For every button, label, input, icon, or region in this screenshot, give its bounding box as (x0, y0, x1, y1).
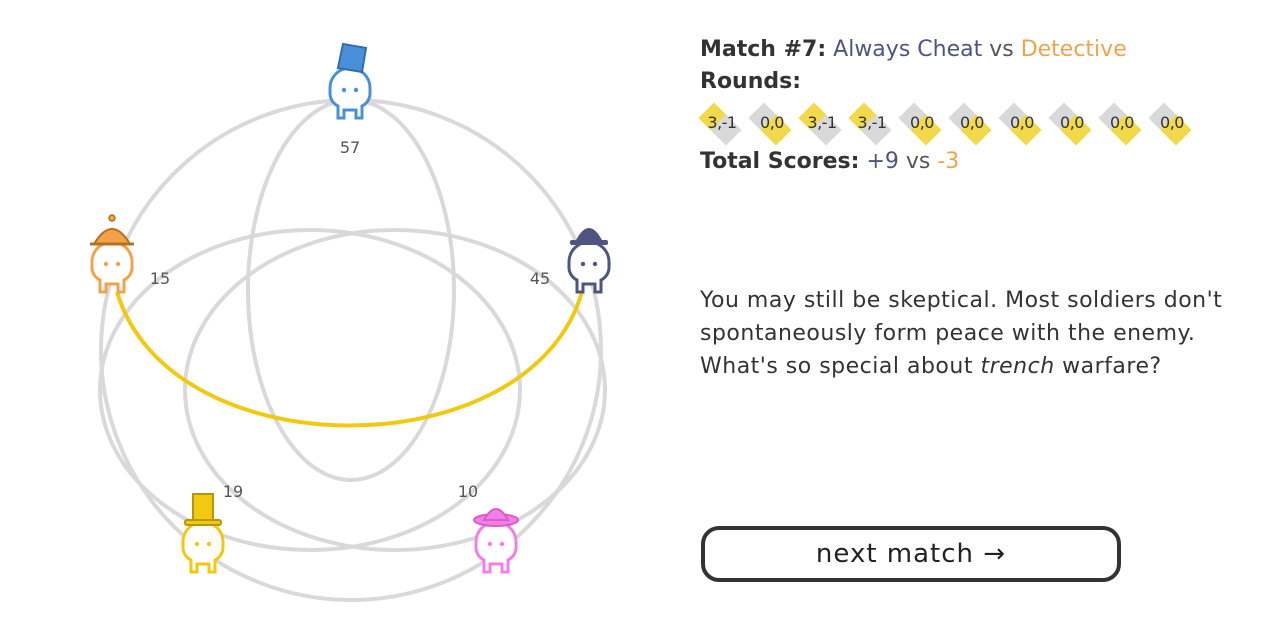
round-score-text: 0,0 (1060, 113, 1084, 132)
story-line-3-post: warfare? (1054, 354, 1162, 379)
round-result: 3,-1 (848, 102, 892, 146)
story-text: You may still be skeptical. Most soldier… (700, 284, 1260, 383)
round-score-text: 0,0 (910, 113, 934, 132)
ring-vertical (246, 98, 456, 482)
round-score-text: 3,-1 (707, 113, 737, 132)
rounds-list: 3,-1 0,0 3,-1 3,-1 0,0 0,0 0,0 0,0 0,0 0,0 (698, 102, 1260, 146)
round-result: 0,0 (1148, 102, 1192, 146)
totals-vs: vs (905, 149, 931, 174)
tournament-arena: 57 45 10 19 15 (90, 42, 611, 602)
player-score: 45 (530, 269, 550, 288)
character-body (567, 240, 611, 294)
player-score: 19 (223, 482, 243, 501)
player-copycat-bowler[interactable] (567, 228, 611, 294)
player-score: 10 (458, 482, 478, 501)
character-eye (115, 261, 121, 267)
round-result: 0,0 (1098, 102, 1142, 146)
total-a: +9 (866, 149, 899, 174)
ring-right (183, 228, 607, 552)
round-score-text: 0,0 (1010, 113, 1034, 132)
character-eye (194, 541, 200, 547)
character-eye (499, 541, 505, 547)
round-score-text: 0,0 (760, 113, 784, 132)
character-eye (353, 87, 359, 93)
player-score: 15 (150, 269, 170, 288)
match-panel: Match #7: Always Cheat vs Detective Roun… (698, 34, 1260, 178)
player-detective[interactable] (90, 214, 134, 294)
round-score-text: 0,0 (1160, 113, 1184, 132)
fez-hat-icon (336, 42, 368, 74)
character-eye (580, 261, 586, 267)
total-b: -3 (937, 149, 960, 174)
character-body (90, 240, 134, 294)
player-b-name: Detective (1020, 37, 1127, 62)
round-score-text: 3,-1 (807, 113, 837, 132)
character-body (181, 520, 225, 574)
ring-outer (99, 98, 603, 602)
story-line-1: You may still be skeptical. Most soldier… (700, 288, 1223, 313)
rounds-label: Rounds: (700, 69, 802, 94)
character-eye (341, 87, 347, 93)
round-score-text: 0,0 (1110, 113, 1134, 132)
character-eye (592, 261, 598, 267)
rounds-line: Rounds: (700, 66, 1260, 98)
character-eye (206, 541, 212, 547)
sunhat-hat-icon (473, 508, 519, 527)
bowler-hat-icon (570, 228, 608, 245)
character-body (328, 66, 372, 120)
character-eye (103, 261, 109, 267)
totals-label: Total Scores: (700, 149, 860, 174)
round-result: 0,0 (898, 102, 942, 146)
story-line-3-pre: What's so special about (700, 354, 981, 379)
player-score: 57 (340, 138, 360, 157)
active-match-arc (115, 291, 584, 428)
ring-left (98, 228, 522, 552)
player-pink-sunhat[interactable] (473, 508, 519, 574)
story-line-3-em: trench (980, 354, 1055, 379)
round-result: 0,0 (998, 102, 1042, 146)
round-result: 3,-1 (698, 102, 742, 146)
tophat-hat-icon (184, 493, 222, 526)
story-line-2: spontaneously form peace with the enemy. (700, 321, 1196, 346)
deerstalker-hat-icon (90, 214, 134, 246)
character-eye (487, 541, 493, 547)
round-score-text: 3,-1 (857, 113, 887, 132)
totals-line: Total Scores: +9 vs -3 (700, 146, 1260, 178)
round-result: 0,0 (948, 102, 992, 146)
match-line: Match #7: Always Cheat vs Detective (700, 34, 1260, 66)
player-a-name: Always Cheat (833, 37, 983, 62)
match-vs: vs (989, 37, 1014, 62)
round-score-text: 0,0 (960, 113, 984, 132)
player-yellow-tophat[interactable] (181, 493, 225, 574)
match-label: Match #7: (700, 37, 827, 62)
round-result: 0,0 (1048, 102, 1092, 146)
round-result: 3,-1 (798, 102, 842, 146)
player-always-cheat[interactable] (328, 42, 372, 120)
round-result: 0,0 (748, 102, 792, 146)
next-match-button[interactable]: next match → (701, 526, 1121, 582)
